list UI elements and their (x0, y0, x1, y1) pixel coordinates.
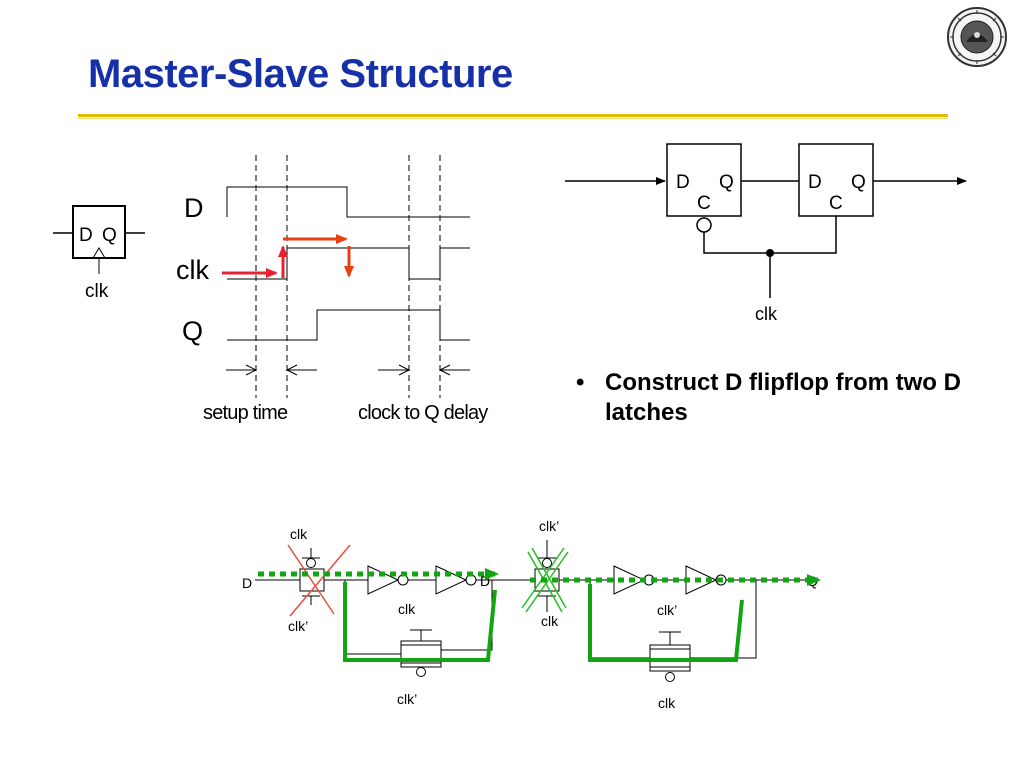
latch1-c-label: C (697, 193, 711, 214)
symbol-clk-label: clk (85, 281, 109, 302)
q-waveform (227, 309, 470, 341)
bullet-dot: • (576, 369, 585, 396)
flipflop-symbol: D Q clk (53, 205, 145, 302)
clk-waveform (227, 247, 470, 280)
symbol-q-label: Q (102, 225, 117, 246)
green-data-path (258, 568, 821, 662)
latch2-c-label: C (829, 193, 843, 214)
title-underline-shadow (78, 118, 948, 119)
tg2-clk-label: clk (541, 613, 559, 629)
ms-clk-label: clk (755, 304, 778, 324)
circuit-labels: D Q D clk clk’ clk clk’ clk’ clk clk’ cl… (242, 518, 818, 711)
setup-time-label: setup time (203, 402, 288, 424)
master-slave-diagram: D Q C D Q C clk (565, 143, 967, 324)
university-seal-icon (947, 7, 1007, 67)
circuit-d-input-label: D (242, 575, 252, 591)
latch2-d-label: D (808, 172, 822, 193)
latch1-q-label: Q (719, 172, 734, 193)
signal-label-q: Q (182, 316, 203, 346)
tg1-disabled-cross (287, 544, 351, 617)
symbol-d-label: D (79, 225, 93, 246)
circuit-mid-d-label: D (480, 573, 490, 589)
fb2-clk-label: clk (658, 695, 676, 711)
fb1-clkbar-label: clk’ (397, 691, 417, 707)
signal-label-clk: clk (176, 255, 209, 285)
timing-diagram: D clk Q setup time clock to Q delay (176, 155, 489, 424)
bullet-text: Construct D flipflop from two D latches (605, 369, 961, 426)
tg2-clkbar-label: clk’ (539, 518, 559, 534)
latch1-d-label: D (676, 172, 690, 193)
signal-label-d: D (184, 193, 204, 223)
title-underline (78, 114, 948, 117)
fb2-clkbar-label: clk’ (657, 602, 677, 618)
latch2-q-label: Q (851, 172, 866, 193)
d-waveform (226, 186, 470, 218)
tg1-clkbar-label: clk’ (288, 618, 308, 634)
clock-to-q-delay-label: clock to Q delay (358, 402, 488, 424)
fb1-clk-label: clk (398, 601, 416, 617)
page-title: Master-Slave Structure (88, 52, 513, 96)
tg1-clk-label: clk (290, 526, 308, 542)
